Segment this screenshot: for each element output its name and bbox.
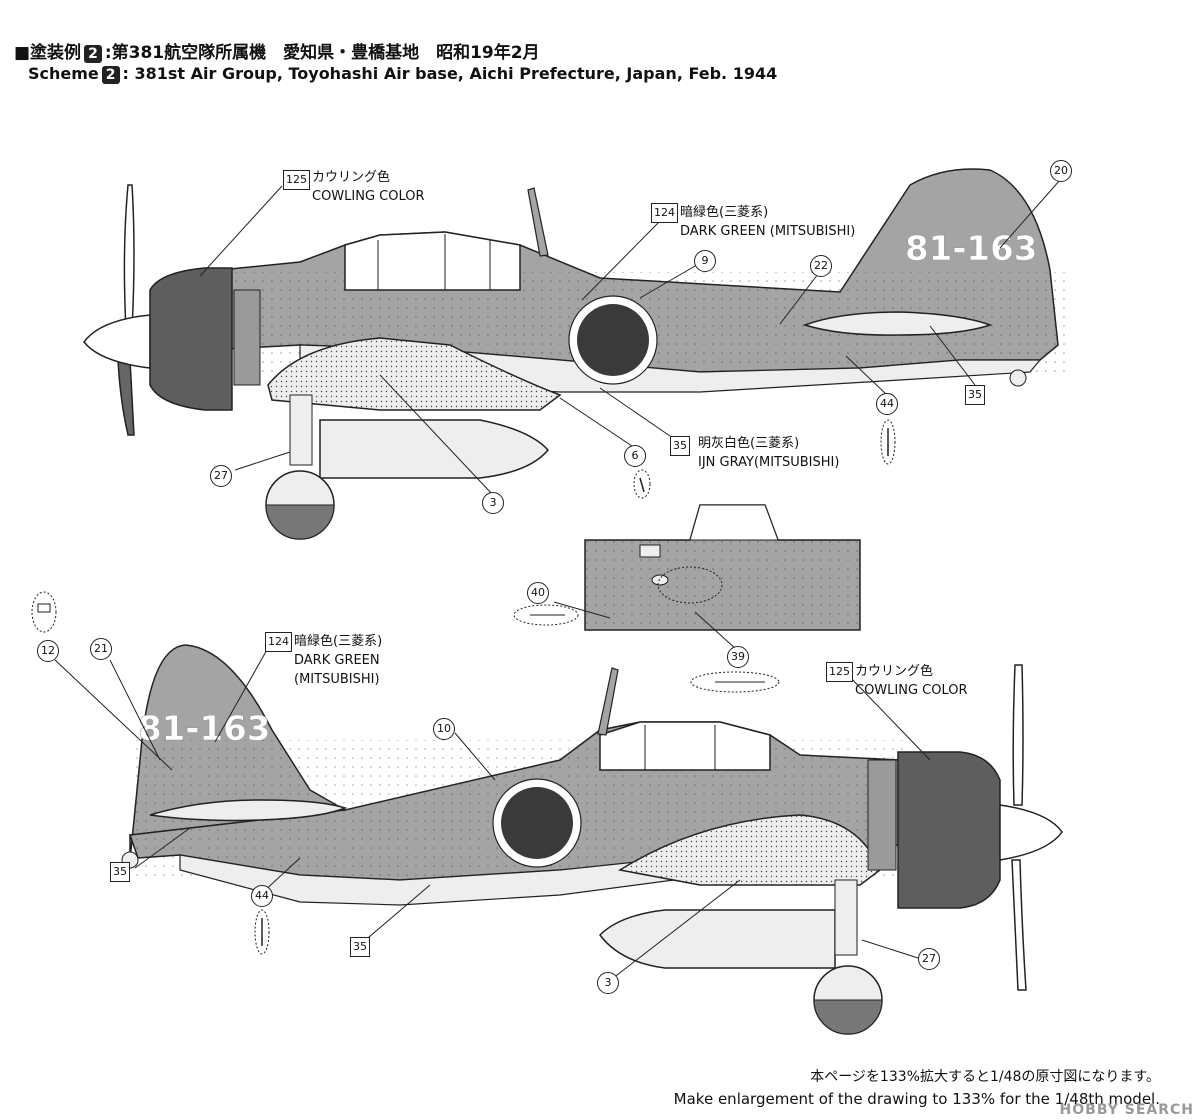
callout-9: 9 (694, 250, 716, 272)
callout-22: 22 (810, 255, 832, 277)
callout-6: 6 (624, 445, 646, 467)
scheme-number-badge: 2 (84, 45, 102, 63)
footer-en: Make enlargement of the drawing to 133% … (673, 1090, 1160, 1108)
callout-125-lower: 125 (826, 662, 853, 682)
callout-44-upper: 44 (876, 393, 898, 415)
callout-10: 10 (433, 718, 455, 740)
cowling-color-en-upper: COWLING COLOR (312, 189, 425, 204)
cockpit-detail-inset (513, 504, 861, 693)
watermark: HOBBY SEARCH (1059, 1102, 1194, 1118)
callout-125-upper: 125 (283, 170, 310, 190)
header-jp-prefix: ■塗装例 (14, 43, 82, 63)
lower-aircraft-profile (121, 644, 1063, 1035)
callout-35-upper: 35 (670, 436, 690, 456)
dark-green-jp-lower: 暗緑色(三菱系) (294, 634, 383, 649)
dark-green-jp-upper: 暗緑色(三菱系) (680, 205, 769, 220)
stencil-details (31, 419, 896, 955)
upper-tail-code: 81-163 (905, 229, 1037, 269)
callout-3-upper: 3 (482, 492, 504, 514)
upper-leader-lines (199, 179, 1061, 495)
dark-green-en1-lower: DARK GREEN (294, 653, 380, 668)
scheme-number-badge-en: 2 (101, 66, 120, 84)
callout-27-lower: 27 (918, 948, 940, 970)
callout-35-upper-tail: 35 (965, 385, 985, 405)
callout-35-lower-tail: 35 (110, 862, 130, 882)
cowling-color-jp-lower: カウリング色 (855, 664, 934, 679)
footer-jp: 本ページを133%拡大すると1/48の原寸図になります。 (810, 1069, 1160, 1085)
callout-124-lower: 124 (265, 632, 292, 652)
callout-3-lower: 3 (597, 972, 619, 994)
lower-tail-code: 81-163 (138, 709, 270, 749)
ijn-gray-jp: 明灰白色(三菱系) (698, 436, 800, 451)
callout-124-upper: 124 (651, 203, 678, 223)
callout-21: 21 (90, 638, 112, 660)
header-jp-text: :第381航空隊所属機 愛知県・豊橋基地 昭和19年2月 (104, 43, 540, 63)
ijn-gray-en: IJN GRAY(MITSUBISHI) (698, 455, 840, 470)
callout-20: 20 (1050, 160, 1072, 182)
callout-35-lower: 35 (350, 937, 370, 957)
callout-44-lower: 44 (251, 885, 273, 907)
dark-green-en2-lower: (MITSUBISHI) (294, 672, 380, 687)
lower-leader-lines (54, 647, 931, 983)
header-en-text: : 381st Air Group, Toyohashi Air base, A… (122, 64, 778, 83)
header-en-prefix: Scheme (28, 64, 99, 83)
callout-12: 12 (37, 640, 59, 662)
dark-green-en-upper: DARK GREEN (MITSUBISHI) (680, 224, 856, 239)
cowling-color-jp-upper: カウリング色 (312, 170, 391, 185)
callout-40: 40 (527, 582, 549, 604)
callout-27-upper: 27 (210, 465, 232, 487)
callout-39: 39 (727, 646, 749, 668)
cowling-color-en-lower: COWLING COLOR (855, 683, 968, 698)
upper-aircraft-profile (83, 168, 1070, 540)
